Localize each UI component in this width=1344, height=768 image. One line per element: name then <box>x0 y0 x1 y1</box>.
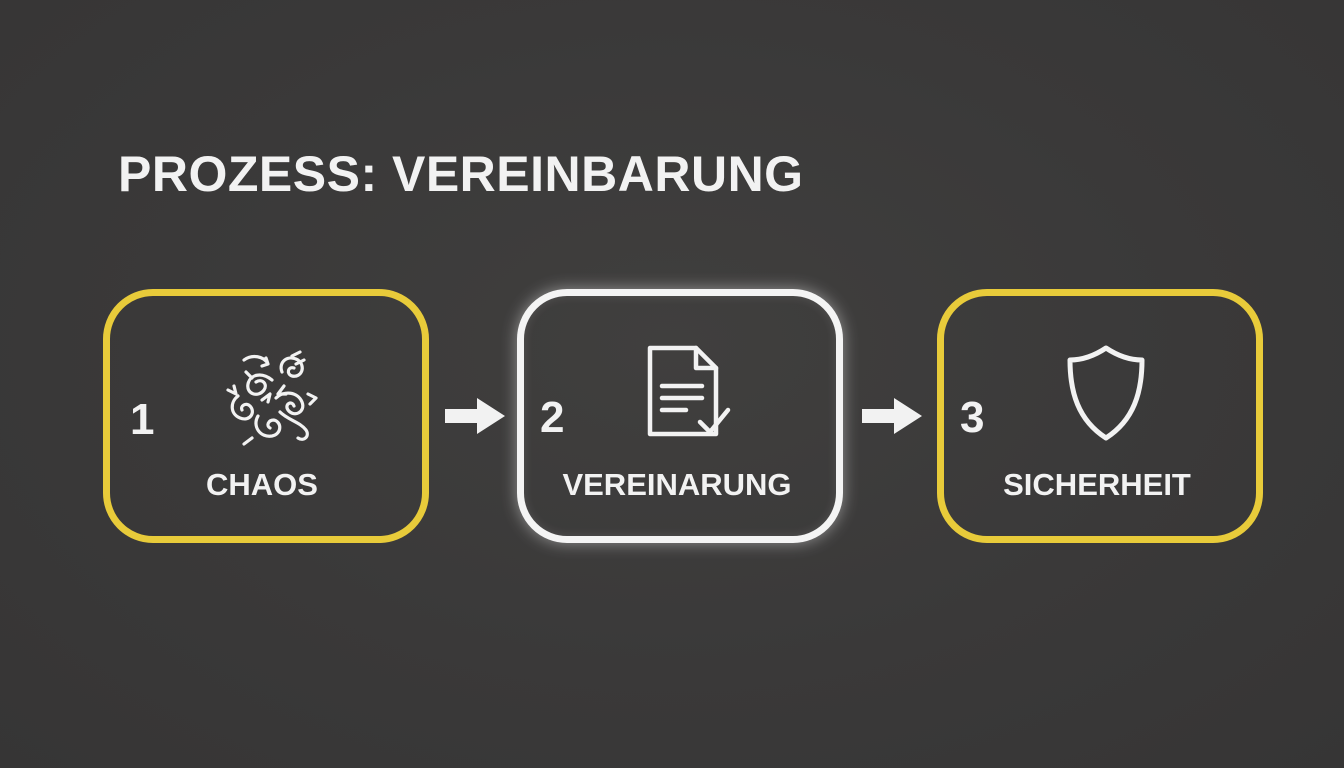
step-agreement: 2 VEREINARUNG <box>517 289 843 543</box>
step-chaos: 1 CHAOS <box>103 289 429 543</box>
diagram-title: PROZESS: VEREINBARUNG <box>118 146 804 202</box>
step-number: 1 <box>130 395 155 444</box>
step-label: CHAOS <box>206 467 318 502</box>
step-label: VEREINARUNG <box>562 467 792 502</box>
step-security: 3 SICHERHEIT <box>937 289 1263 543</box>
step-number: 2 <box>540 393 565 442</box>
arrow-right-icon <box>445 398 505 434</box>
step-number: 3 <box>960 393 985 442</box>
chaos-swirls-icon <box>226 350 318 446</box>
arrow-right-icon <box>862 398 922 434</box>
step-label: SICHERHEIT <box>1003 467 1191 502</box>
document-check-icon <box>647 345 731 437</box>
shield-icon <box>1067 345 1145 441</box>
